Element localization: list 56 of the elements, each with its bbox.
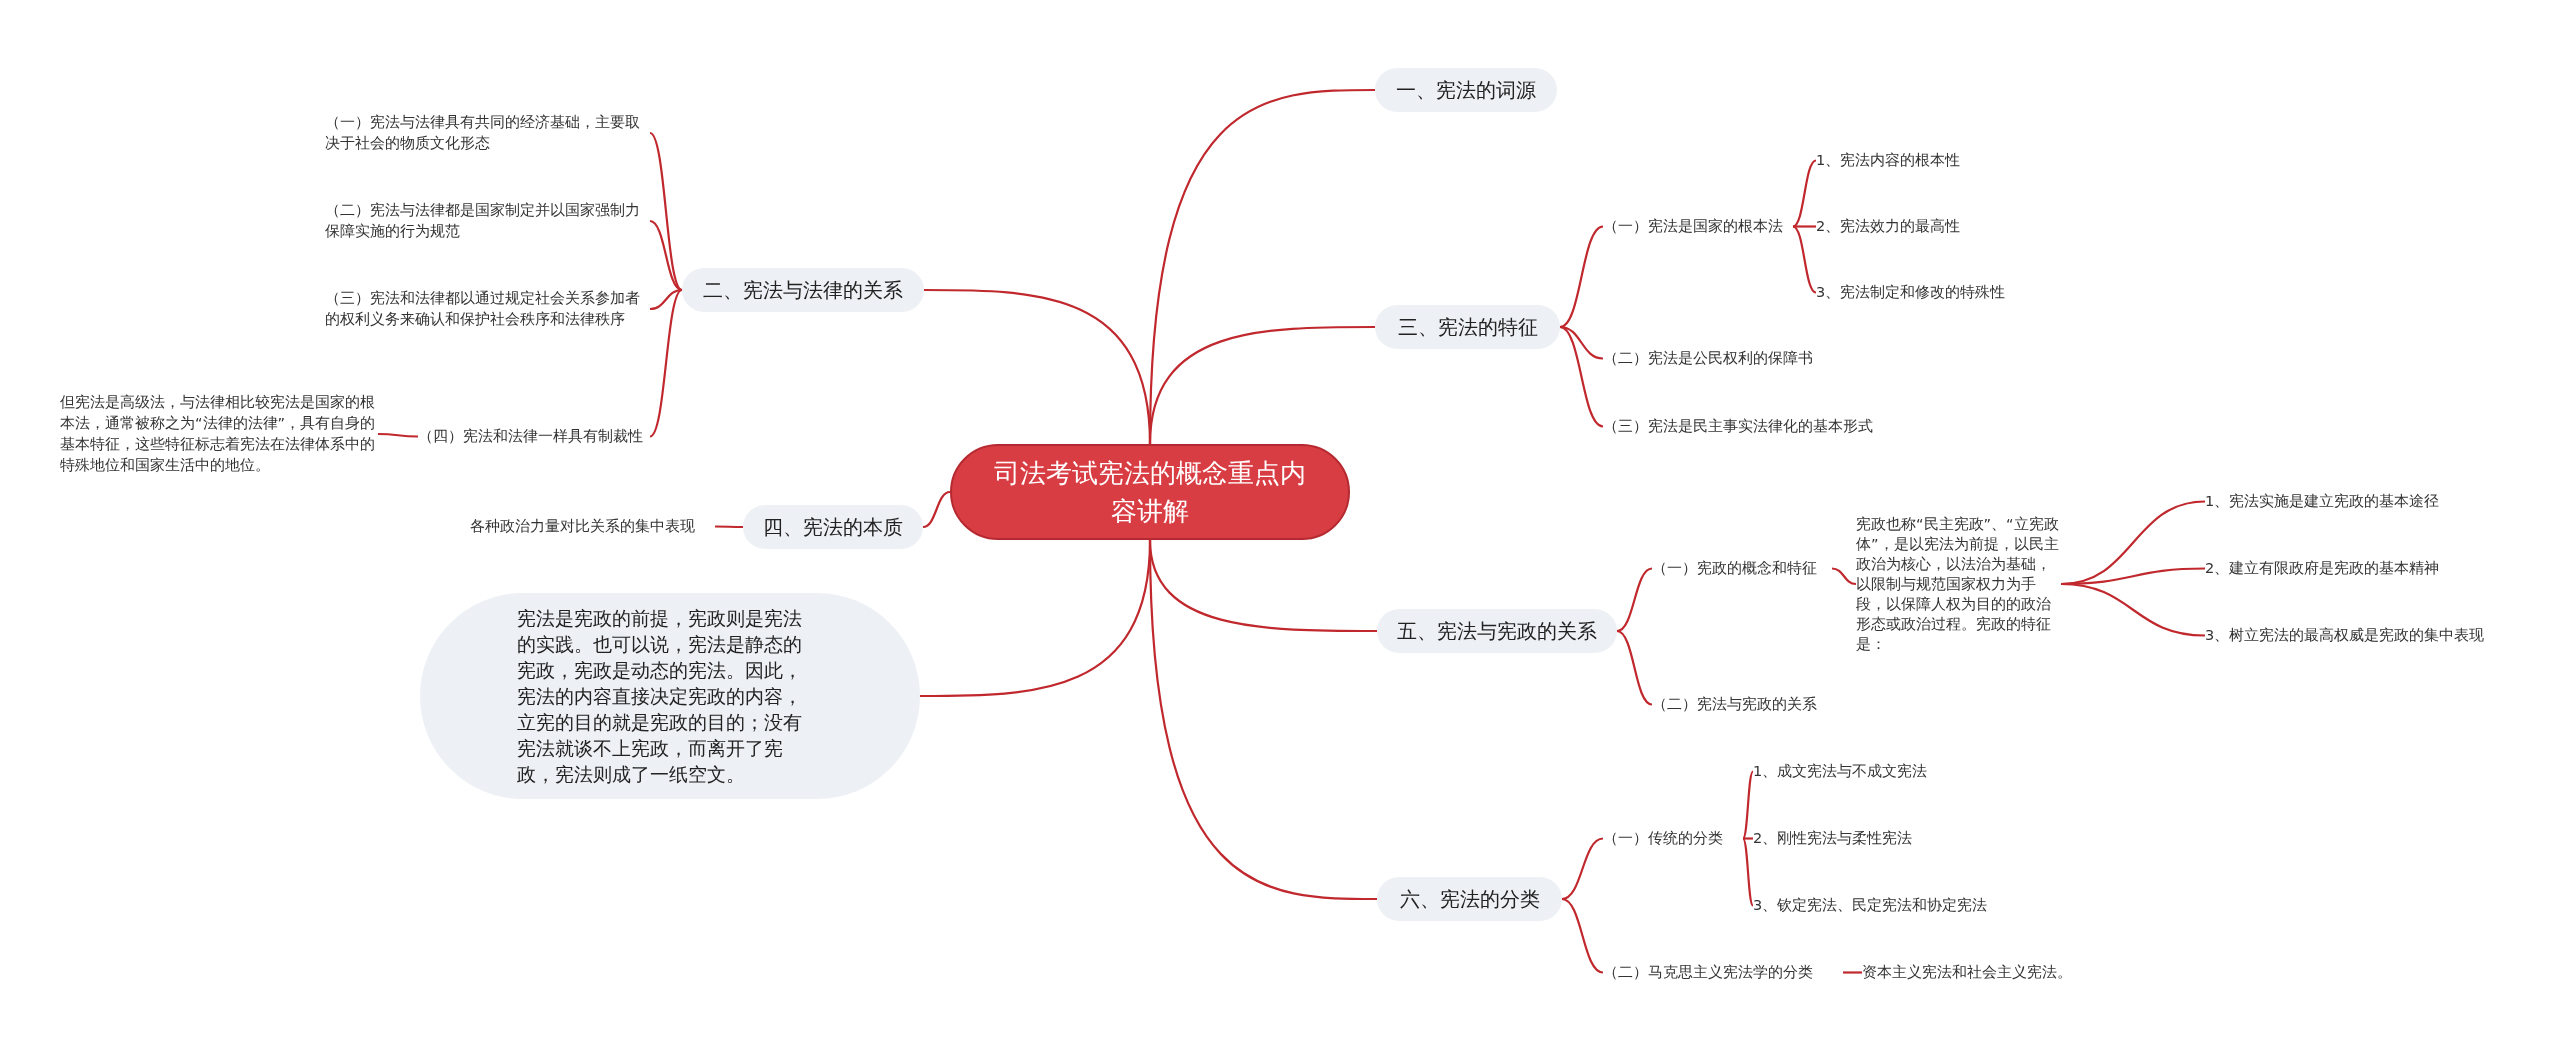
topic-text: 3、宪法制定和修改的特殊性 — [1816, 282, 2076, 303]
connector-line — [649, 289, 683, 438]
topic-text: 各种政治力量对比关系的集中表现 — [470, 516, 715, 537]
connector-line — [1792, 225, 1817, 294]
topic-text: 1、成文宪法与不成文宪法 — [1753, 761, 2013, 782]
connector-line — [1148, 539, 1377, 901]
central-topic: 司法考试宪法的概念重点内容讲解 — [950, 444, 1350, 540]
connector-line — [1742, 837, 1754, 907]
connector-line — [1792, 159, 1817, 228]
branch-topic: 一、宪法的词源 — [1375, 68, 1557, 112]
topic-text: 3、树立宪法的最高权威是宪政的集中表现 — [2205, 625, 2535, 646]
connector-line — [715, 525, 743, 529]
branch-topic: 三、宪法的特征 — [1375, 305, 1560, 349]
topic-text: 但宪法是高级法，与法律相比较宪法是国家的根本法，通常被称之为“法律的法律”，具有自身的基本特征，这些特征标志着宪法在法律体系中的特殊地位和国家生活中的地位。 — [60, 392, 378, 476]
connector-line — [649, 288, 683, 311]
connector-line — [1148, 325, 1375, 445]
topic-text: （二）宪法是公民权利的保障书 — [1603, 348, 1863, 369]
connector-line — [1793, 225, 1816, 228]
connector-line — [922, 490, 951, 529]
topic-text: 2、建立有限政府是宪政的基本精神 — [2205, 558, 2535, 579]
topic-text: 3、钦定宪法、民定宪法和协定宪法 — [1753, 895, 2053, 916]
topic-text: （二）马克思主义宪法学的分类 — [1603, 962, 1843, 983]
branch-topic: 六、宪法的分类 — [1377, 877, 1562, 921]
topic-text: （一）宪政的概念和特征 — [1652, 558, 1832, 579]
topic-text: （一）传统的分类 — [1603, 828, 1743, 849]
connector-line — [1561, 837, 1604, 901]
topic-text: 资本主义宪法和社会主义宪法。 — [1862, 962, 2122, 983]
topic-text: （一）宪法与法律具有共同的经济基础，主要取决于社会的物质文化形态 — [325, 112, 650, 154]
topic-text: （二）宪法与宪政的关系 — [1652, 694, 1852, 715]
branch-topic: 五、宪法与宪政的关系 — [1377, 609, 1617, 653]
connector-line — [1559, 225, 1604, 329]
branch-topic: 二、宪法与法律的关系 — [682, 268, 924, 312]
connector-line — [1831, 567, 1857, 586]
connector-line — [649, 132, 683, 291]
topic-text: （三）宪法是民主事实法律化的基本形式 — [1603, 416, 1903, 437]
topic-text: 1、宪法实施是建立宪政的基本途径 — [2205, 491, 2535, 512]
connector-line — [1742, 770, 1754, 840]
topic-text: 2、宪法效力的最高性 — [1816, 216, 2076, 237]
topic-text: 宪政也称“民主宪政”、“立宪政体”，是以宪法为前提，以民主政治为核心，以法治为基础，以限制与规范国家权力为手段，以保障人权为目的的政治形态或政治过程。宪政的特征是： — [1856, 514, 2061, 654]
connector-line — [1559, 325, 1604, 428]
topic-text: 1、宪法内容的根本性 — [1816, 150, 2076, 171]
connector-line — [649, 219, 683, 292]
branch-topic: 四、宪法的本质 — [743, 505, 923, 549]
connector-line — [1616, 567, 1653, 633]
note-bubble: 宪法是宪政的前提，宪政则是宪法的实践。也可以说，宪法是静态的宪政，宪政是动态的宪法。因此，宪法的内容直接决定宪政的内容，立宪的目的就是宪政的目的；没有宪法就谈不上宪政，而离开了宪政，宪法则成了一纸空文。 — [420, 593, 920, 799]
topic-text: （四）宪法和法律一样具有制裁性 — [418, 426, 650, 447]
topic-text: （二）宪法与法律都是国家制定并以国家强制力保障实施的行为规范 — [325, 200, 650, 242]
connector-line — [1616, 629, 1653, 706]
topic-text: （三）宪法和法律都以通过规定社会关系参加者的权利义务来确认和保护社会秩序和法律秩序 — [325, 288, 650, 330]
connector-line — [1743, 837, 1753, 840]
connector-line — [1843, 971, 1862, 974]
connector-line — [378, 432, 418, 438]
connector-line — [2060, 582, 2206, 637]
topic-text: （一）宪法是国家的根本法 — [1603, 216, 1793, 237]
connector-line — [1561, 897, 1604, 974]
topic-text: 2、刚性宪法与柔性宪法 — [1753, 828, 2013, 849]
